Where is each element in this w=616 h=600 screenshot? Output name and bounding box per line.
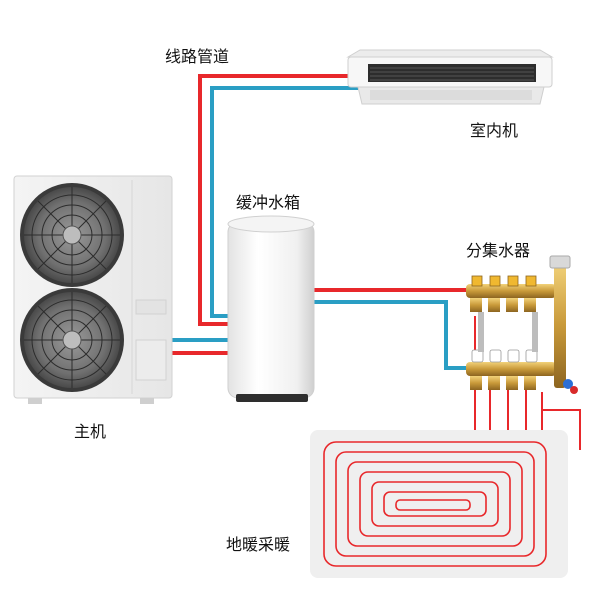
lower-fan <box>20 288 124 392</box>
upper-fan <box>20 183 124 287</box>
indoor-unit <box>346 49 554 105</box>
label-buffer-tank: 缓冲水箱 <box>236 193 300 212</box>
return-pipe-tank-to-manifold <box>314 300 470 370</box>
pipe-network <box>170 74 581 450</box>
return-pipe-to-indoor-unit <box>210 86 358 318</box>
buffer-tank <box>227 215 315 402</box>
water-manifold <box>466 255 578 394</box>
label-indoor-unit: 室内机 <box>470 121 518 140</box>
label-manifold: 分集水器 <box>466 241 530 260</box>
label-main-unit: 主机 <box>74 422 106 441</box>
floor-heating-coil <box>323 441 547 567</box>
supply-pipe-to-indoor-unit <box>198 74 358 326</box>
label-pipeline: 线路管道 <box>165 47 229 66</box>
floor-heating-panel <box>310 430 568 578</box>
main-outdoor-unit <box>13 175 173 404</box>
label-floor-heating: 地暖采暖 <box>226 535 290 554</box>
